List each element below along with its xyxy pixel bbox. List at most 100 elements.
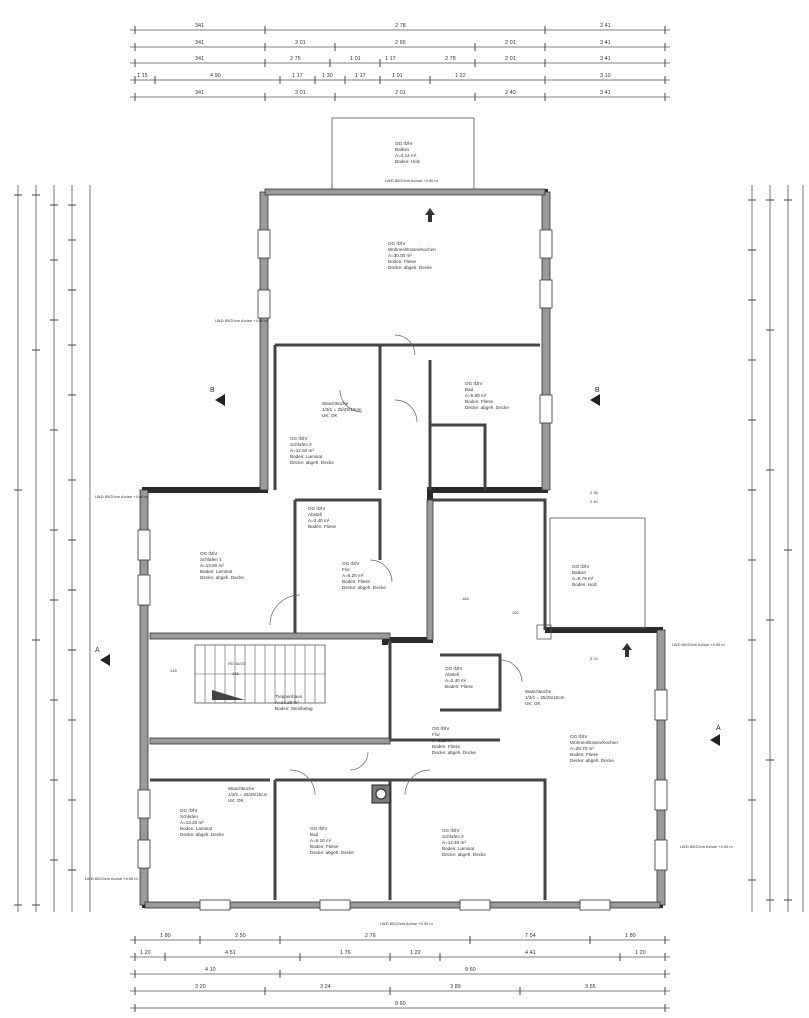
svg-text:Waschküche: Waschküche [228, 786, 255, 791]
dim-135: 135 [232, 671, 239, 676]
svg-text:Wohnen/Essen/Kochen: Wohnen/Essen/Kochen [570, 740, 618, 745]
room-label-balkon-right: OG Ifzhr Balkon A=5.79 m² Boden: Holz [572, 564, 598, 587]
top-dim-3-3: 1 01 [350, 56, 361, 62]
svg-text:A=13.80 m²: A=13.80 m² [200, 563, 224, 568]
top-dim-5-2: 2 01 [295, 90, 306, 96]
bottom-dim-2-5: 4 41 [525, 950, 536, 956]
svg-text:Boden: Laminat: Boden: Laminat [442, 846, 475, 851]
bottom-dimension-chains: 1 80 2 50 2 76 7 54 1 80 1 20 4 51 1 76 … [130, 933, 670, 1012]
svg-text:Balkon: Balkon [395, 147, 409, 152]
svg-text:Wohnen/Essen/Kochen: Wohnen/Essen/Kochen [388, 247, 436, 252]
svg-text:Decke: abgeh. Decke: Decke: abgeh. Decke [465, 405, 509, 410]
svg-text:Boden: Fliese: Boden: Fliese [432, 744, 461, 749]
room-label-schlafen2-bottom: OG Ifzhr Schlafen 2 A=12.40 m² Boden: La… [442, 828, 486, 857]
top-dim-3-2: 2 75 [290, 56, 301, 62]
svg-text:Decke: abgeh. Decke: Decke: abgeh. Decke [200, 575, 244, 580]
bottom-dim-1-5: 1 80 [625, 933, 636, 939]
top-dim-1-1: 341 [195, 23, 204, 29]
level-bottom: LWD 80/20cm Achse +4.90 m [380, 921, 433, 926]
svg-text:Decke: abgeh. Decke: Decke: abgeh. Decke [442, 852, 486, 857]
top-dim-3-7: 3 41 [600, 56, 611, 62]
bottom-dim-4-1: 3 20 [195, 984, 206, 990]
bottom-dim-4-3: 3 89 [450, 984, 461, 990]
svg-text:Boden: Fliese: Boden: Fliese [388, 259, 417, 264]
top-dim-2-1: 341 [195, 40, 204, 46]
door-swings [269, 334, 523, 796]
bottom-dim-2-6: 1 20 [635, 950, 646, 956]
svg-text:OG Ifzhr: OG Ifzhr [442, 828, 460, 833]
top-dimension-chains: 341 2 78 3 41 341 2 01 2 66 2 01 3 41 34… [130, 23, 670, 101]
svg-text:OG Ifzhr: OG Ifzhr [570, 734, 588, 739]
svg-text:Schlafen 2: Schlafen 2 [442, 834, 464, 839]
room-label-schlafen1: OG Ifzhr Schlafen 1 A=13.80 m² Boden: La… [200, 551, 244, 580]
svg-text:Abstell: Abstell [308, 512, 322, 517]
svg-text:Decke: abgeh. Decke: Decke: abgeh. Decke [290, 460, 334, 465]
top-dim-5-4: 2 40 [505, 90, 516, 96]
top-dim-2-2: 2 01 [295, 40, 306, 46]
svg-text:Decke: abgeh. Decke: Decke: abgeh. Decke [342, 585, 386, 590]
building-walls [137, 117, 668, 911]
svg-text:Boden: Fliese: Boden: Fliese [342, 579, 371, 584]
level-top: LWD 80/20cm Achse +4.90 m [385, 178, 438, 183]
svg-text:Boden: Fliese: Boden: Fliese [570, 752, 599, 757]
top-dim-3-6: 2 01 [505, 56, 516, 62]
svg-text:OG Ifzhr: OG Ifzhr [308, 506, 326, 511]
level-right-2: LWD 80/20cm Achse +4.90 m [680, 844, 733, 849]
top-dim-4-6: 1 01 [392, 73, 403, 79]
top-dim-2-3: 2 66 [395, 40, 406, 46]
room-label-flur-top: OG Ifzhr Flur A=6.20 m² Boden: Fliese De… [342, 561, 386, 590]
svg-text:UK: OK: UK: OK [228, 798, 245, 803]
room-label-schlafen-bl: OG Ifzhr Schlafen A=13.20 m² Boden: Lami… [180, 808, 224, 837]
dim-236: 2 36 [590, 490, 599, 495]
svg-text:Boden: Holz: Boden: Holz [395, 159, 421, 164]
right-dimension-chains [748, 185, 804, 912]
top-dim-4-5: 1 17 [355, 73, 366, 79]
top-dim-4-3: 1 17 [292, 73, 303, 79]
bottom-dim-3-2: 9 60 [465, 967, 476, 973]
svg-text:A=28.70 m²: A=28.70 m² [570, 746, 594, 751]
svg-text:Waschküche: Waschküche [322, 401, 349, 406]
dim-100: 100 [512, 610, 519, 615]
svg-text:A=12.50 m²: A=12.50 m² [290, 448, 314, 453]
top-dim-4-8: 3 10 [600, 73, 611, 79]
top-dim-4-1: 1 15 [137, 73, 148, 79]
svg-text:A=4.14 m²: A=4.14 m² [395, 153, 417, 158]
dim-224: 2 24 [590, 656, 599, 661]
svg-text:A=5.80 m²: A=5.80 m² [465, 393, 487, 398]
room-label-treppenhaus: Treppenhaus A=14.20 m² Boden: Steinbelag [275, 694, 313, 711]
svg-text:Boden: Fliese: Boden: Fliese [308, 524, 337, 529]
stair-dim: RD 16/20 [228, 661, 246, 666]
svg-text:Schlafen 1: Schlafen 1 [200, 557, 222, 562]
svg-text:OG Ifzhr: OG Ifzhr [310, 826, 328, 831]
bottom-dim-1-4: 7 54 [525, 933, 536, 939]
level-right: LWD 80/20cm Achse +4.90 m [672, 642, 725, 647]
svg-text:Waschküche: Waschküche [525, 689, 552, 694]
room-label-waschkueche-top: Waschküche 1/3/1 = 25/25/15cm UK: OK [322, 401, 362, 418]
svg-text:Boden: Laminat: Boden: Laminat [180, 826, 213, 831]
svg-text:A=6.20 m²: A=6.20 m² [342, 573, 364, 578]
section-markers: B B A A [95, 387, 721, 746]
svg-text:Decke: abgeh. Decke: Decke: abgeh. Decke [570, 758, 614, 763]
svg-text:OG Ifzhr: OG Ifzhr [388, 241, 406, 246]
room-label-abstell-top: OG Ifzhr Abstell A=2.40 m² Boden: Fliese [308, 506, 337, 529]
svg-text:OG Ifzhr: OG Ifzhr [342, 561, 360, 566]
bottom-dim-3-1: 4 10 [205, 967, 216, 973]
dim-184: 184 [462, 596, 469, 601]
svg-text:OG Ifzhr: OG Ifzhr [445, 666, 463, 671]
svg-text:Decke: abgeh. Decke: Decke: abgeh. Decke [180, 832, 224, 837]
top-dim-4-2: 4 90 [210, 73, 221, 79]
top-dim-3-1: 341 [195, 56, 204, 62]
room-label-wohnen: OG Ifzhr Wohnen/Essen/Kochen A=30.00 m² … [388, 241, 436, 270]
svg-text:A=30.00 m²: A=30.00 m² [388, 253, 412, 258]
svg-text:Treppenhaus: Treppenhaus [275, 694, 303, 699]
room-label-waschkueche-bl: Waschküche 1/3/1 = 25/25/15cm UK: OK [228, 786, 268, 803]
bottom-dim-1-3: 2 76 [365, 933, 376, 939]
top-dim-3-5: 2 78 [445, 56, 456, 62]
level-left: LWD 80/20cm Achse +4.90 m [215, 318, 268, 323]
arrow-up-icon [425, 208, 435, 222]
svg-text:A=6.10 m²: A=6.10 m² [310, 838, 332, 843]
svg-text:Boden: Laminat: Boden: Laminat [200, 569, 233, 574]
svg-text:Boden: Holz: Boden: Holz [572, 582, 598, 587]
top-dim-2-4: 2 01 [505, 40, 516, 46]
